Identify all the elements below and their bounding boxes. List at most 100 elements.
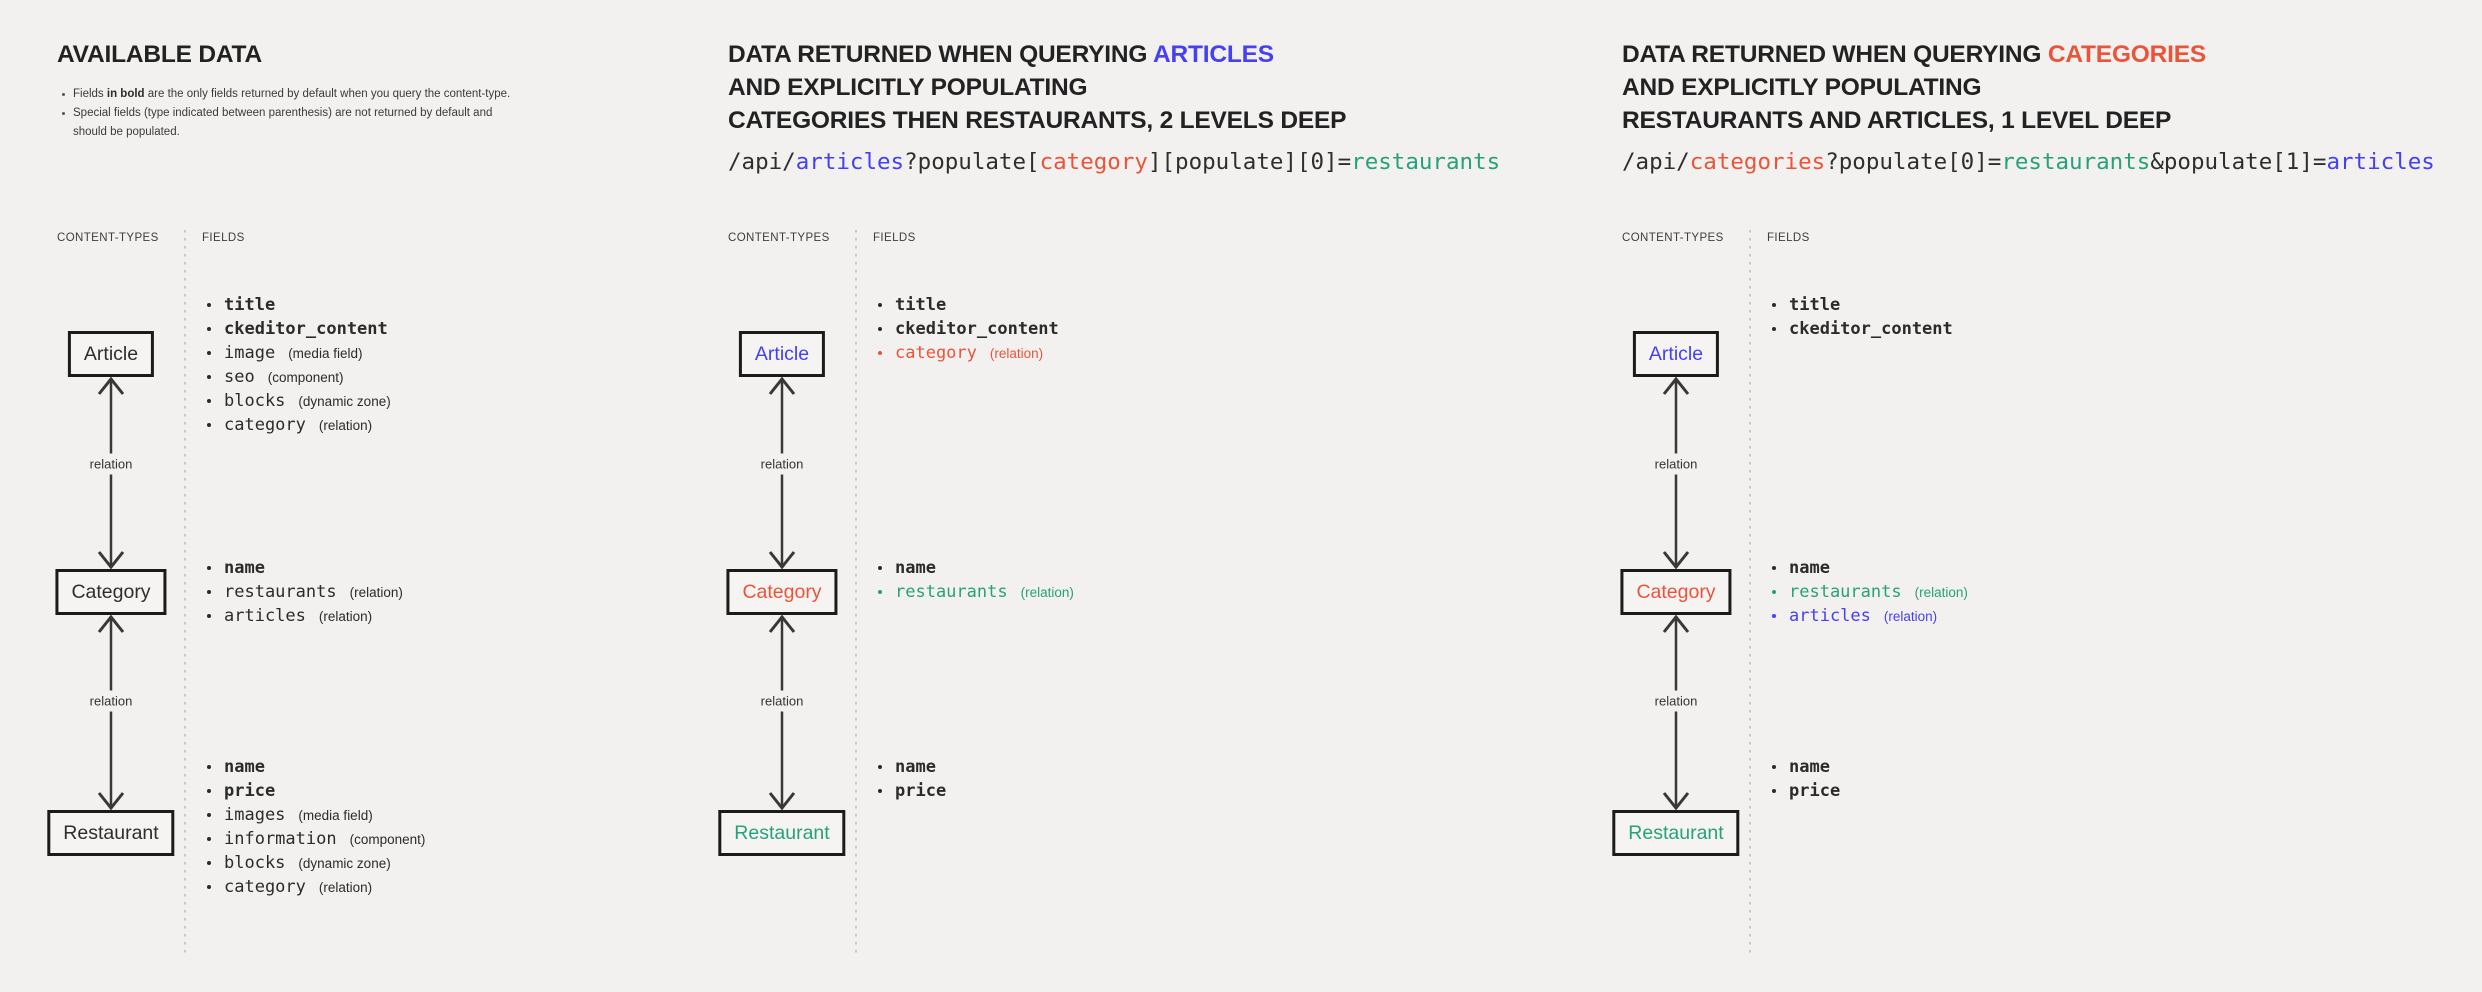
- note-item: Fields in bold are the only fields retur…: [61, 85, 516, 104]
- panel-available-data: AVAILABLE DATA Fields in bold are the on…: [47, 0, 697, 992]
- bullet-icon: [1772, 327, 1776, 331]
- bullet-icon: [1772, 765, 1776, 769]
- note-text: Special fields (type indicated between p…: [73, 107, 493, 138]
- field-row: restaurants(relation): [878, 580, 1074, 604]
- relation-arrow: [97, 615, 125, 810]
- url-segment: /api/: [728, 149, 796, 175]
- field-list-category: name restaurants (relation) articles(rela…: [207, 556, 403, 628]
- column-header-content-types: CONTENT-TYPES: [57, 232, 159, 244]
- dotted-divider: [184, 230, 186, 958]
- note-text-bold: in bold: [106, 88, 145, 100]
- relation-label: relation: [756, 690, 808, 712]
- field-list-restaurant: name price: [878, 755, 946, 803]
- bullet-icon: [207, 423, 211, 427]
- field-row: ckeditor_content: [878, 317, 1059, 341]
- bullet-icon: [878, 351, 882, 355]
- field-row: name: [1772, 755, 1840, 779]
- field-name: name: [1789, 558, 1830, 578]
- bullet-icon: [207, 303, 211, 307]
- content-type-label: Article: [83, 342, 139, 365]
- bullet-icon: [207, 837, 211, 841]
- field-row: category(relation): [878, 341, 1059, 365]
- field-name: blocks: [224, 853, 286, 873]
- field-name: restaurants: [1789, 582, 1902, 602]
- field-list-category: name restaurants(relation): [878, 556, 1074, 604]
- relation-label: relation: [85, 453, 137, 475]
- url-segment: category: [1039, 149, 1148, 175]
- notes-list: Fields in bold are the only fields retur…: [61, 85, 516, 142]
- bullet-icon: [207, 789, 211, 793]
- field-row: blocks(dynamic zone): [207, 851, 425, 875]
- bullet-icon: [1772, 566, 1776, 570]
- field-name: name: [224, 558, 265, 578]
- heading-line: AND EXPLICITLY POPULATING: [728, 74, 1088, 101]
- content-type-box-restaurant: Restaurant: [718, 810, 846, 856]
- field-name: articles: [224, 606, 306, 626]
- url-segment: categories: [1689, 149, 1826, 175]
- heading-line: CATEGORIES THEN RESTAURANTS, 2 LEVELS DE…: [728, 107, 1347, 134]
- field-type-annotation: (relation): [1883, 608, 1938, 624]
- heading-highlight: CATEGORIES: [2047, 41, 2207, 68]
- url-segment: /api/: [1622, 149, 1690, 175]
- field-name: ckeditor_content: [1789, 319, 1953, 339]
- field-type-annotation: (relation): [989, 345, 1044, 361]
- bullet-icon: [878, 303, 882, 307]
- url-segment: articles: [795, 149, 905, 175]
- content-type-box-category: Category: [55, 569, 167, 615]
- bullet-icon: [878, 765, 882, 769]
- bullet-icon: [207, 351, 211, 355]
- field-name: price: [1789, 781, 1841, 801]
- field-type-annotation: (relation): [1914, 584, 1968, 600]
- field-type-annotation: (relation): [349, 584, 403, 600]
- field-name: name: [895, 757, 936, 777]
- content-type-label: Restaurant: [63, 821, 159, 844]
- field-name: images: [224, 805, 286, 825]
- note-item: Special fields (type indicated between p…: [61, 104, 516, 142]
- field-type-annotation: (media field): [298, 807, 373, 823]
- field-name: ckeditor_content: [895, 319, 1059, 339]
- field-name: restaurants: [224, 582, 337, 602]
- field-row: title: [207, 293, 391, 317]
- note-text: Fields: [73, 88, 107, 100]
- url-segment: ][populate][0]=: [1147, 149, 1352, 175]
- field-name: category: [224, 415, 306, 435]
- url-segment: ?populate[0]=: [1825, 149, 2002, 175]
- bullet-icon: [878, 566, 882, 570]
- relation-label: relation: [1650, 453, 1702, 475]
- field-name: title: [1789, 295, 1841, 315]
- bullet-icon: [207, 765, 211, 769]
- field-name: category: [224, 877, 306, 897]
- heading-text: DATA RETURNED WHEN QUERYING: [1622, 41, 2048, 68]
- bullet-icon: [207, 813, 211, 817]
- field-type-annotation: (dynamic zone): [298, 393, 391, 409]
- column-header-content-types: CONTENT-TYPES: [1622, 232, 1724, 244]
- field-row: name: [878, 755, 946, 779]
- field-type-annotation: (component): [349, 831, 426, 847]
- field-row: seo(component): [207, 365, 391, 389]
- field-row: articles(relation): [1772, 604, 1968, 628]
- relation-arrow: [1662, 615, 1690, 810]
- field-type-annotation: (relation): [318, 879, 373, 895]
- field-name: blocks: [224, 391, 286, 411]
- field-row: name: [1772, 556, 1968, 580]
- field-row: ckeditor_content: [207, 317, 391, 341]
- content-type-box-category: Category: [726, 569, 838, 615]
- field-name: name: [895, 558, 936, 578]
- field-row: category(relation): [207, 413, 391, 437]
- field-type-annotation: (media field): [288, 345, 363, 361]
- panel-title: AVAILABLE DATA: [57, 41, 262, 68]
- column-header-fields: FIELDS: [873, 232, 916, 244]
- content-type-box-article: Article: [67, 331, 155, 377]
- field-list-article: title ckeditor_content image(media field…: [207, 293, 391, 437]
- content-type-box-restaurant: Restaurant: [1612, 810, 1740, 856]
- content-type-label: Category: [1636, 580, 1716, 603]
- field-name: restaurants: [895, 582, 1008, 602]
- content-type-label: Restaurant: [734, 821, 830, 844]
- api-url: /api/categories?populate[0]=restaurants&…: [1622, 149, 2435, 175]
- heading-line: DATA RETURNED WHEN QUERYING ARTICLES: [728, 38, 1346, 71]
- field-row: articles(relation): [207, 604, 403, 628]
- field-name: name: [1789, 757, 1830, 777]
- field-row: title: [878, 293, 1059, 317]
- field-row: restaurants (relation): [207, 580, 403, 604]
- dotted-divider: [855, 230, 857, 958]
